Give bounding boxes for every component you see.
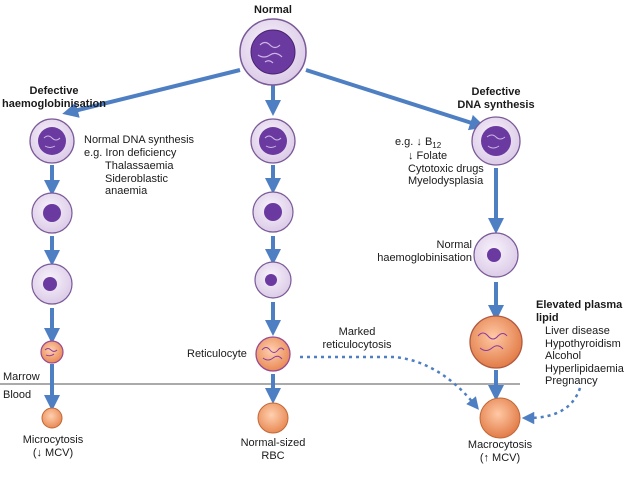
- left-heading: Defective haemoglobinisation: [2, 85, 106, 110]
- reticulocyte-cell: [255, 336, 291, 372]
- right-eg: e.g. ↓ B12: [395, 136, 441, 153]
- dotted-arrow-lipid: [521, 387, 582, 425]
- blood-label: Blood: [3, 389, 32, 401]
- macrocytosis-label: Macrocytosis (↑ MCV): [467, 439, 533, 464]
- right-cell-2: [473, 232, 519, 278]
- marked-reticulocytosis-label: Marked reticulocytosis: [322, 326, 392, 351]
- normal-rbc-label: Normal-sized RBC: [240, 437, 306, 462]
- microcyte: [41, 407, 63, 429]
- reticulocyte-label: Reticulocyte: [187, 348, 247, 360]
- dotted-arrow-reticulocyte: [300, 355, 479, 410]
- macro-reticulocyte: [469, 315, 523, 369]
- macrocyte: [479, 397, 521, 439]
- lipid-causes: Liver disease Hypothyroidism Alcohol Hyp…: [545, 325, 624, 387]
- marrow-label: Marrow: [3, 371, 40, 383]
- left-causes: Thalassaemia Sideroblastic anaemia: [105, 160, 174, 197]
- microcytosis-label: Microcytosis (↓ MCV): [22, 434, 84, 459]
- arrow-top-right: [305, 68, 486, 131]
- left-cell-1: [29, 118, 75, 164]
- arrow-top-left: [62, 68, 241, 118]
- left-cell-3: [31, 263, 73, 305]
- normal-precursor-cell: [239, 18, 307, 86]
- right-cell-1: [471, 116, 521, 166]
- right-eg-subscript: 12: [432, 141, 442, 151]
- right-eg-prefix: e.g. ↓ B: [395, 136, 433, 148]
- center-cell-2: [252, 191, 294, 233]
- title-normal: Normal: [254, 4, 292, 16]
- lipid-heading: Elevated plasma lipid: [536, 299, 623, 324]
- center-cell-3: [254, 261, 292, 299]
- center-cell-1: [250, 118, 296, 164]
- left-notes: Normal DNA synthesis e.g. Iron deficienc…: [84, 134, 195, 159]
- normal-rbc: [257, 402, 289, 434]
- normal-haemoglobinisation-label: Normal haemoglobinisation: [377, 239, 472, 264]
- right-heading: Defective DNA synthesis: [457, 86, 535, 111]
- right-causes: ↓ Folate Cytotoxic drugs Myelodysplasia: [408, 150, 484, 187]
- left-cell-2: [31, 192, 73, 234]
- left-reticulocyte: [40, 340, 64, 364]
